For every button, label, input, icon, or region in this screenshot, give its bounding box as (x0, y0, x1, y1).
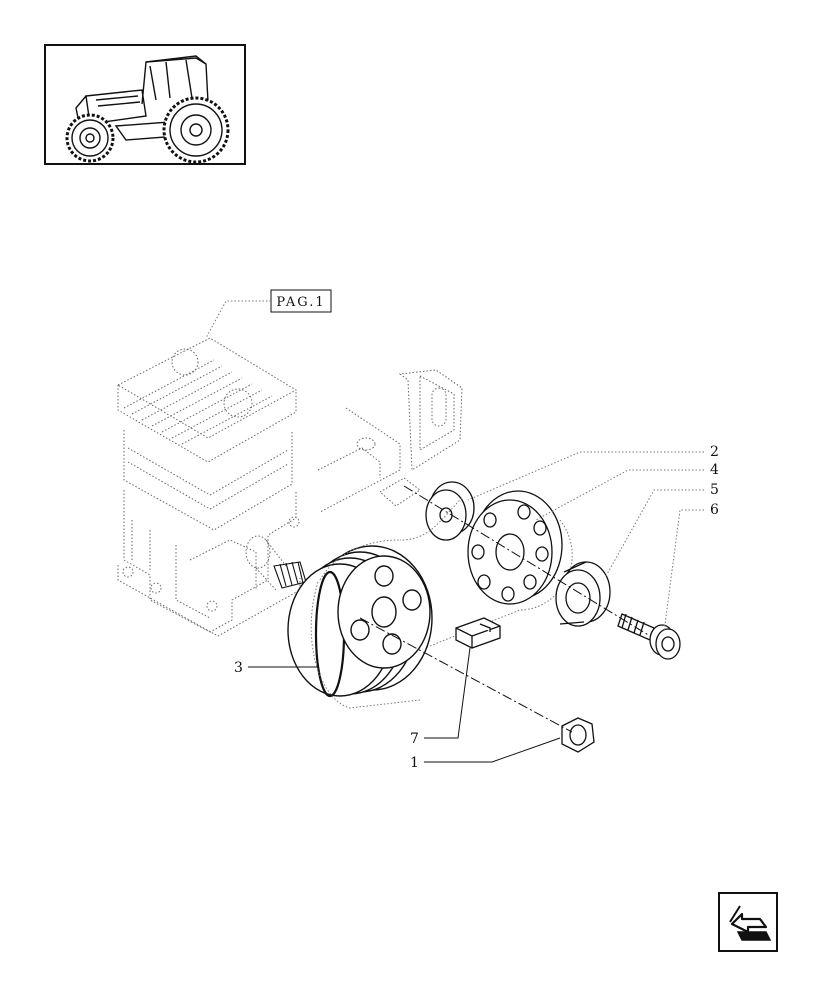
return-arrow-icon (729, 905, 772, 941)
pulley-outline (310, 539, 421, 709)
part-3-pulley (287, 545, 433, 698)
leader-lines-solid (248, 647, 561, 763)
part-6-bolt (617, 613, 681, 660)
part-7-key (455, 617, 501, 649)
assembly-outline (399, 497, 573, 651)
part-1-nut (561, 717, 595, 753)
leader-lines (467, 451, 704, 633)
page-reference[interactable]: PAG.1 (270, 289, 332, 313)
callout-4: 4 (710, 462, 719, 478)
callout-labels: 2 4 5 6 3 7 1 (234, 444, 719, 771)
tractor-icon (65, 55, 230, 164)
return-button[interactable] (718, 892, 778, 952)
assembly-axis (359, 485, 651, 733)
callout-3: 3 (234, 660, 243, 676)
part-5-bushing (555, 561, 611, 627)
callout-6: 6 (710, 502, 719, 518)
callout-5: 5 (710, 482, 719, 498)
callout-1: 1 (410, 755, 419, 771)
shaft-thread (273, 561, 307, 589)
reference-leader (205, 300, 271, 339)
callout-7: 7 (410, 731, 419, 747)
compressor-body (116, 337, 301, 637)
tractor-thumbnail (44, 44, 246, 165)
part-4-hub-flange (467, 490, 563, 605)
callout-2: 2 (710, 444, 719, 460)
mounting-bracket (317, 369, 463, 513)
svg-text:PAG.1: PAG.1 (276, 295, 325, 310)
